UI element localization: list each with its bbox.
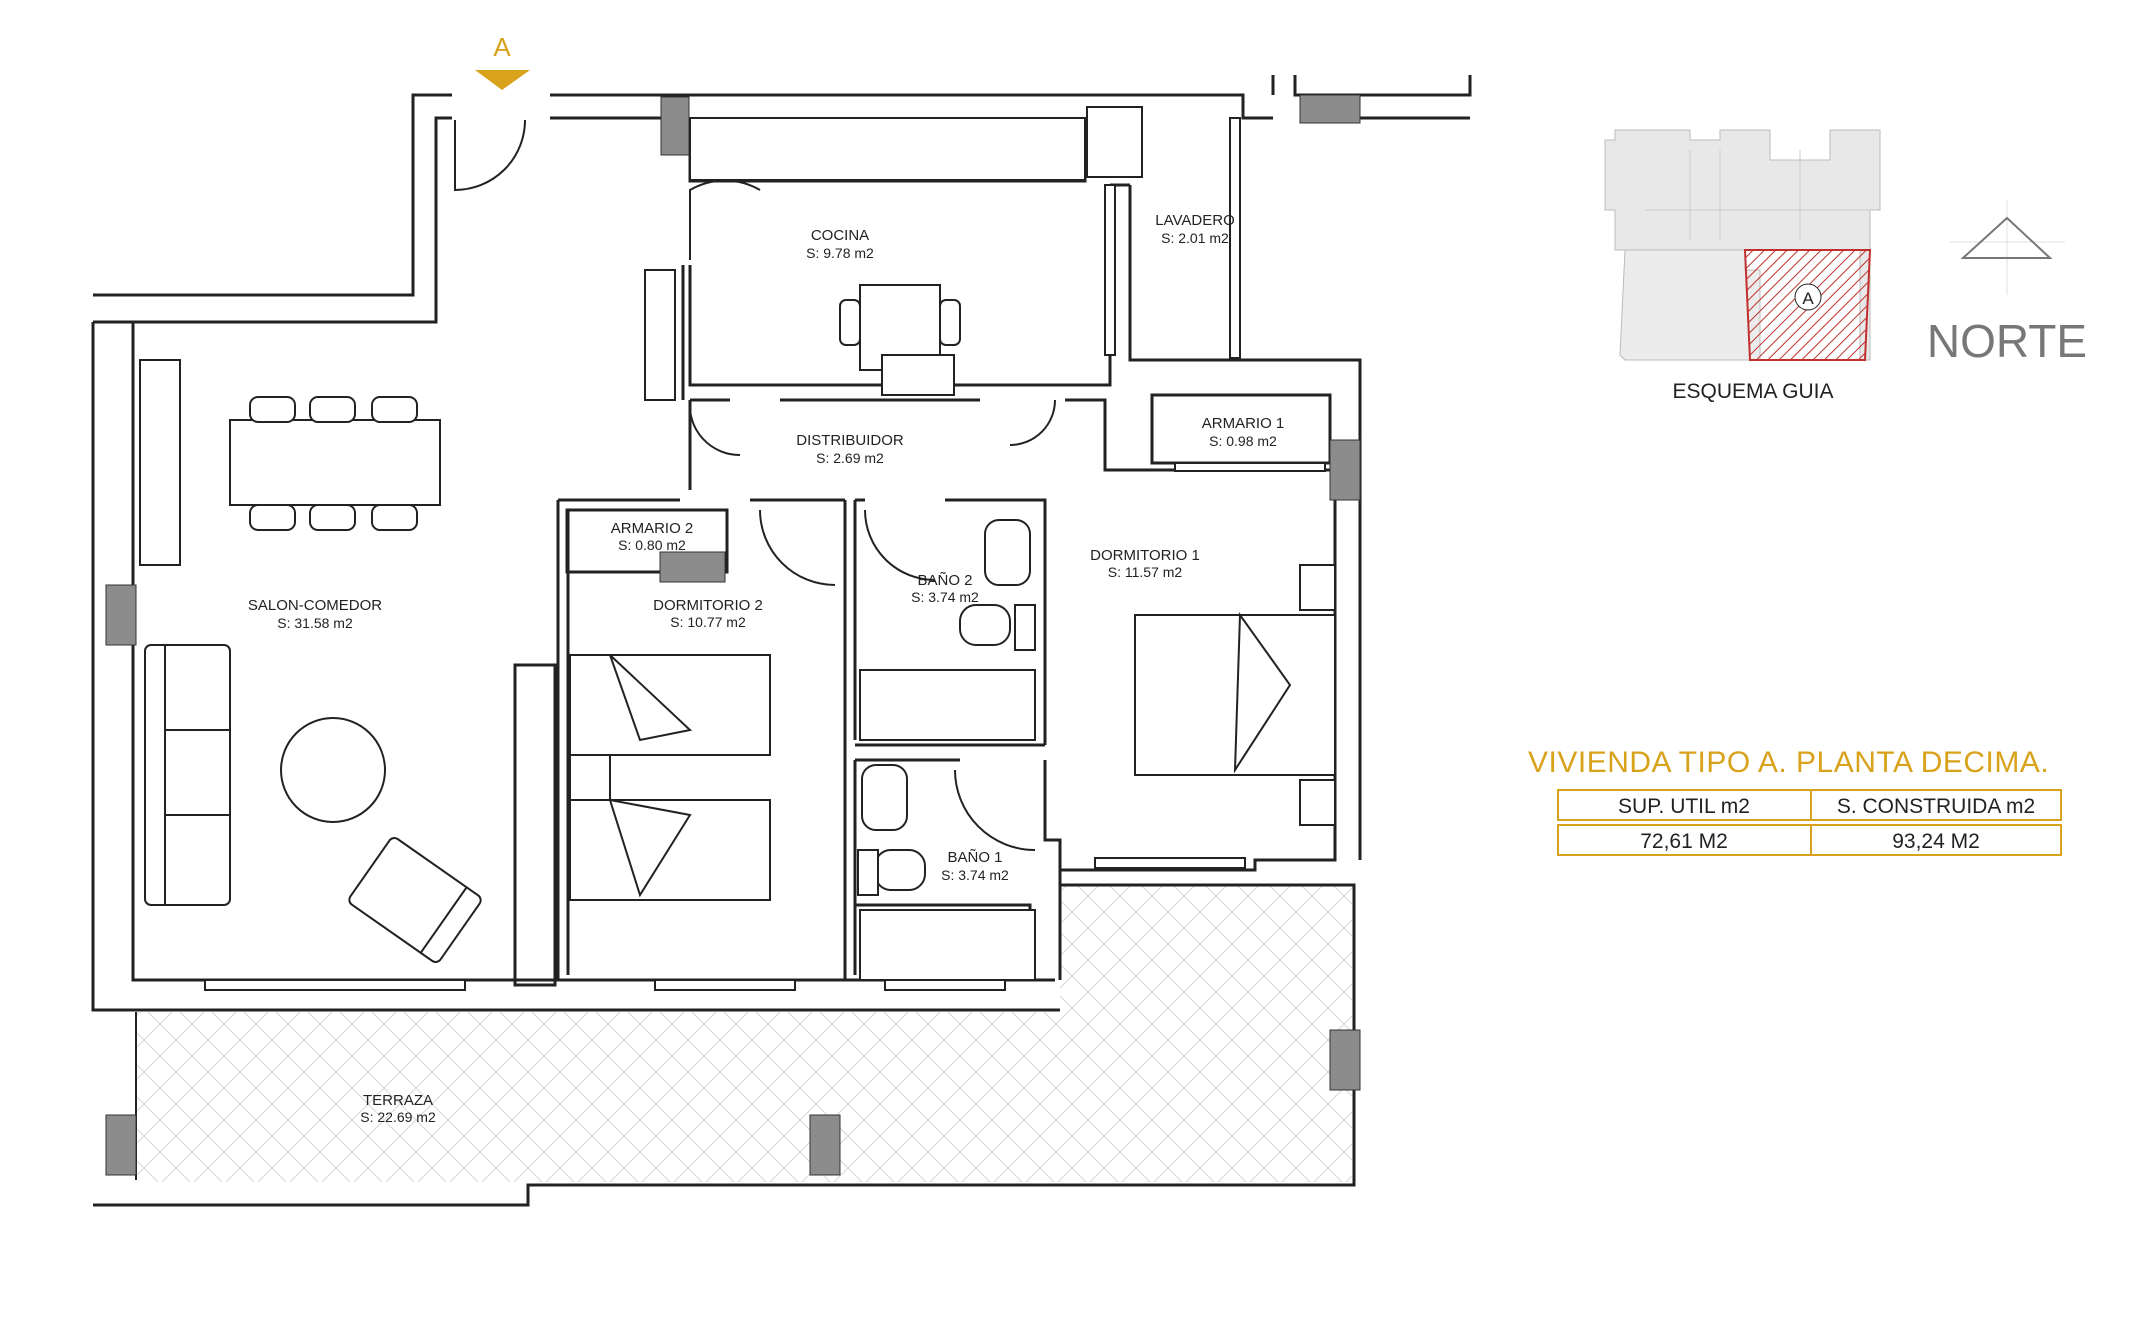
room-name-terraza: TERRAZA bbox=[363, 1092, 433, 1109]
room-name-cocina: COCINA bbox=[811, 227, 869, 244]
entrance-marker: A bbox=[475, 32, 530, 90]
summary-header-s-construida: S. CONSTRUIDA m2 bbox=[1837, 795, 2035, 818]
north-arrow-icon bbox=[1960, 216, 2053, 259]
room-area-dormitorio-1: S: 11.57 m2 bbox=[1108, 564, 1183, 580]
room-name-dormitorio-1: DORMITORIO 1 bbox=[1090, 547, 1200, 564]
room-area-lavadero: S: 2.01 m2 bbox=[1161, 230, 1229, 246]
guide-label: ESQUEMA GUIA bbox=[1672, 380, 1833, 403]
summary-title: VIVIENDA TIPO A. PLANTA DECIMA. bbox=[1528, 746, 2049, 779]
room-name-bano-2: BAÑO 2 bbox=[917, 572, 972, 589]
summary-value-s-construida: 93,24 M2 bbox=[1892, 830, 1980, 853]
room-area-salon-comedor: S: 31.58 m2 bbox=[277, 615, 353, 631]
room-name-salon-comedor: SALON-COMEDOR bbox=[248, 597, 382, 614]
room-name-armario-1: ARMARIO 1 bbox=[1202, 415, 1285, 432]
summary-header-sup-util: SUP. UTIL m2 bbox=[1618, 795, 1750, 818]
room-area-terraza: S: 22.69 m2 bbox=[360, 1109, 436, 1125]
room-name-dormitorio-2: DORMITORIO 2 bbox=[653, 597, 763, 614]
room-area-bano-1: S: 3.74 m2 bbox=[941, 867, 1009, 883]
summary-table: VIVIENDA TIPO A. PLANTA DECIMA. SUP. UTI… bbox=[1528, 746, 2062, 856]
guide-unit-letter: A bbox=[1802, 289, 1814, 308]
room-labels: COCINA S: 9.78 m2 LAVADERO S: 2.01 m2 DI… bbox=[248, 212, 1284, 1125]
room-area-armario-2: S: 0.80 m2 bbox=[618, 537, 686, 553]
room-area-armario-1: S: 0.98 m2 bbox=[1209, 433, 1277, 449]
summary-value-sup-util: 72,61 M2 bbox=[1640, 830, 1728, 853]
room-area-dormitorio-2: S: 10.77 m2 bbox=[670, 614, 746, 630]
room-name-lavadero: LAVADERO bbox=[1155, 212, 1234, 229]
north-label: NORTE bbox=[1927, 315, 2087, 367]
room-name-bano-1: BAÑO 1 bbox=[947, 849, 1002, 866]
walls bbox=[91, 75, 1472, 1012]
windows bbox=[204, 117, 1326, 991]
room-area-bano-2: S: 3.74 m2 bbox=[911, 589, 979, 605]
entrance-marker-letter: A bbox=[493, 32, 511, 62]
structural-columns bbox=[105, 94, 1361, 1176]
room-area-cocina: S: 9.78 m2 bbox=[806, 245, 874, 261]
doors bbox=[454, 119, 1056, 851]
guide-scheme: A ESQUEMA GUIA bbox=[1604, 129, 1881, 403]
terrace bbox=[93, 883, 1356, 1207]
room-name-armario-2: ARMARIO 2 bbox=[611, 520, 694, 537]
north-indicator: NORTE bbox=[1927, 200, 2087, 367]
room-area-distribuidor: S: 2.69 m2 bbox=[816, 450, 884, 466]
furniture bbox=[139, 106, 1336, 981]
room-name-distribuidor: DISTRIBUIDOR bbox=[796, 432, 904, 449]
